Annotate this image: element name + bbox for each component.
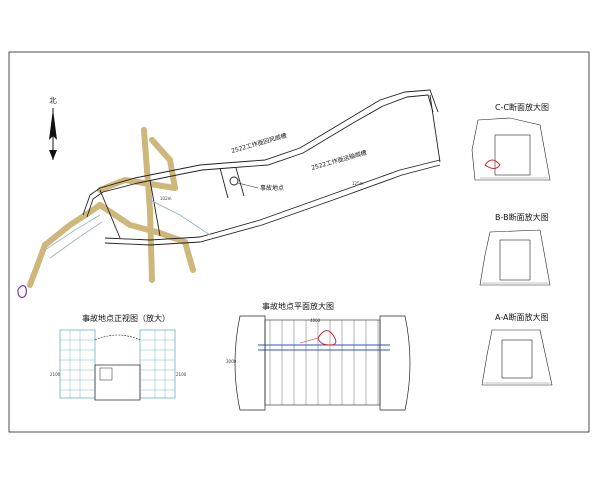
front-view-inset: 2100 2100 [50,329,187,401]
accident-point-label: 事故地点 [260,184,284,192]
main-roadways [27,127,196,288]
front-view-title: 事故地点正视图（放大） [82,313,170,323]
distance-label-2: 125m [352,181,364,186]
accident-leader-line [237,182,259,189]
section-aa-inset [481,329,553,386]
plan-view-dim-width: 4000 [310,318,321,323]
north-label: 北 [49,96,57,105]
accident-point-marker-icon [229,176,239,186]
north-arrow-icon: 北 [49,96,57,160]
plan-view-dim-depth: 3000 [226,359,237,364]
plan-view-inset: 4000 3000 [226,315,411,411]
section-bb-title: B-B断面放大图 [495,212,549,222]
section-bb-inset [479,229,551,286]
section-cc-inset [471,117,551,181]
section-aa-title: A-A断面放大图 [495,312,548,322]
left-end-marker-icon [17,285,27,299]
front-view-dim-left: 2100 [50,372,61,377]
airway-lines [82,89,441,246]
front-view-dim-right: 2100 [176,372,187,377]
distance-label-1: 102m [160,196,172,201]
auxiliary-roadways [44,199,211,259]
plan-view-title: 事故地点平面放大图 [262,301,334,311]
haulage-roadway-label: 2522工作面运输顺槽 [310,148,367,171]
drawing-frame [8,51,590,433]
section-cc-title: C-C断面放大图 [495,102,549,112]
return-airway-label: 2522工作面回风顺槽 [230,131,287,154]
